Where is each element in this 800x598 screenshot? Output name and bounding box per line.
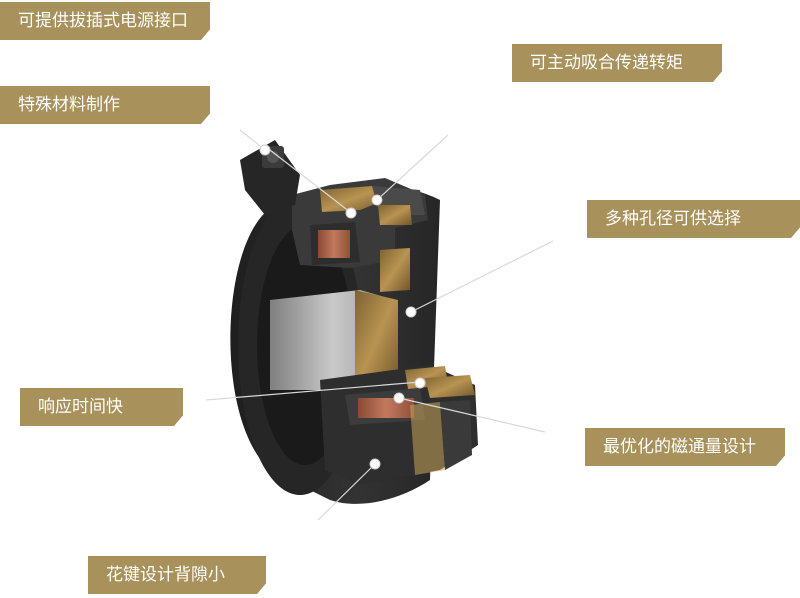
callout-active-torque-text: 可主动吸合传递转矩 (530, 53, 683, 73)
leader-lines (205, 129, 554, 521)
callout-fast-response: 响应时间快 (20, 388, 183, 426)
callout-power-interface-text: 可提供拔插式电源接口 (18, 11, 188, 31)
callout-dots (259, 144, 426, 470)
callout-bore-options: 多种孔径可供选择 (587, 200, 800, 238)
callout-bore-options-text: 多种孔径可供选择 (605, 209, 741, 229)
callout-spline-backlash-text: 花键设计背隙小 (106, 565, 225, 585)
callout-magnetic-design-text: 最优化的磁通量设计 (603, 437, 756, 457)
upper-cutaway (292, 178, 428, 292)
callout-spline-backlash: 花键设计背隙小 (88, 556, 266, 594)
callout-magnetic-design: 最优化的磁通量设计 (585, 428, 785, 466)
callout-special-material: 特殊材料制作 (0, 86, 210, 124)
callout-power-interface: 可提供拔插式电源接口 (0, 2, 210, 40)
power-connector (240, 140, 300, 215)
bore-hub (270, 290, 398, 390)
lower-cutaway (320, 365, 478, 485)
callout-special-material-text: 特殊材料制作 (18, 95, 120, 115)
callout-fast-response-text: 响应时间快 (38, 397, 123, 417)
callout-active-torque: 可主动吸合传递转矩 (512, 44, 722, 82)
